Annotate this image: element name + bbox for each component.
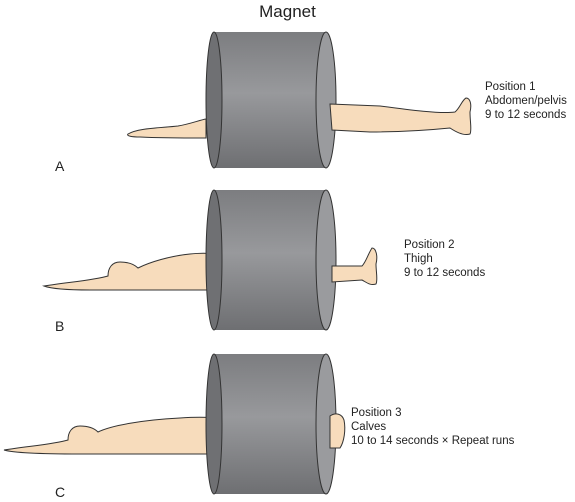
magnet-a-back-rim [205,31,223,169]
panel-b [42,189,378,331]
magnet-b-front-face [315,189,337,331]
panel-a-letter: A [55,158,65,174]
panel-c [3,353,346,495]
panel-b-caption: Position 2 Thigh 9 to 12 seconds [404,238,485,280]
magnet-a-body [214,32,326,168]
patient-c-feet [329,413,346,449]
magnet-b-body [214,190,326,330]
patient-b-legs [331,247,378,285]
panel-b-position: Position 2 [404,239,455,251]
panel-a-position: Position 1 [485,81,536,93]
patient-c-body [3,416,215,455]
magnet-a-front-face [315,31,337,169]
panel-a [127,31,472,169]
panel-c-position: Position 3 [351,407,402,419]
panel-a-duration: 9 to 12 seconds [485,109,567,121]
panel-c-caption: Position 3 Calves 10 to 14 seconds × Rep… [351,406,514,448]
magnet-c-back-rim [205,353,223,495]
magnet-b-back-rim [205,189,223,331]
panel-a-region: Abdomen/pelvis [485,95,567,107]
patient-b-body [42,252,215,291]
panel-b-duration: 9 to 12 seconds [404,267,486,279]
magnet-c-body [214,354,326,494]
magnet-title: Magnet [259,2,316,21]
patient-a-head-arm [127,118,207,139]
patient-a-legs [329,97,472,135]
panel-b-letter: B [55,318,65,334]
panel-c-duration: 10 to 14 seconds × Repeat runs [351,435,515,447]
panel-b-region: Thigh [404,253,433,265]
panel-c-letter: C [55,484,66,500]
panel-a-caption: Position 1 Abdomen/pelvis 9 to 12 second… [485,80,567,122]
panel-c-region: Calves [351,421,387,433]
